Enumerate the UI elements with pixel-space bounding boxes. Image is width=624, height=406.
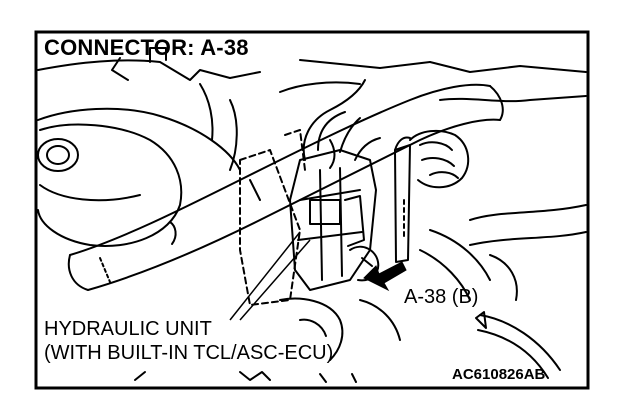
diagram-title: CONNECTOR: A-38	[44, 35, 249, 60]
figure-id: AC610826AB	[452, 366, 546, 383]
diagram-border	[34, 30, 590, 390]
unit-leader-line-2	[239, 239, 311, 321]
engine-bay-artwork	[37, 47, 587, 383]
hydraulic-unit-label: HYDRAULIC UNIT	[44, 318, 212, 340]
connector-callout-label: A-38 (B)	[404, 286, 479, 308]
connector-arrow	[363, 261, 407, 292]
hydraulic-unit-sublabel: (WITH BUILT-IN TCL/ASC-ECU)	[44, 342, 334, 364]
unit-leader-line	[229, 231, 301, 321]
